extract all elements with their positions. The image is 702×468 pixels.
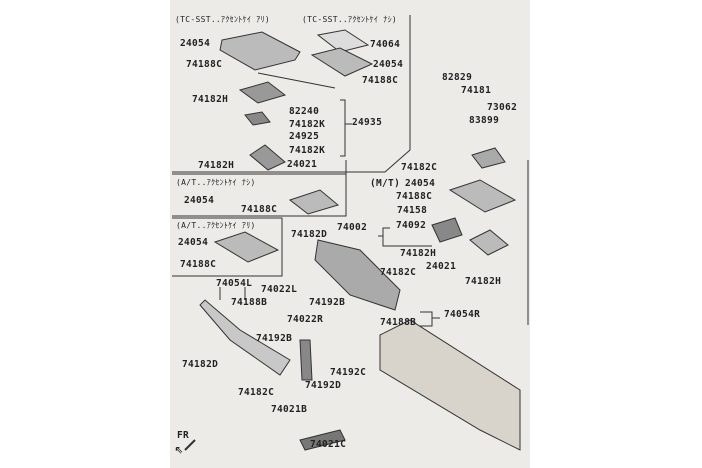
bracket-74021B [299, 339, 313, 381]
part-label: 24054 [178, 237, 209, 248]
part-label: 74182C [380, 267, 417, 278]
at-lower-box [172, 217, 283, 277]
part-label: 74188C [241, 204, 278, 215]
part-label: 74182C [401, 162, 438, 173]
part-label: 74188B [380, 317, 417, 328]
boot-24021-mt [469, 229, 509, 256]
part-label: 74158 [397, 205, 428, 216]
part-label: 74002 [337, 222, 368, 233]
part-label: 74188C [186, 59, 223, 70]
header-mt: (M/T) [370, 178, 401, 189]
part-label: 73062 [487, 102, 518, 113]
part-label: 74188C [362, 75, 399, 86]
part-label: 74092 [396, 220, 427, 231]
boot-24021 [249, 144, 286, 171]
part-label: 74188C [180, 259, 217, 270]
front-direction-label: FR [177, 430, 190, 441]
header-tc-without-light: (TC-SST..ｱｸｾﾝﾄｹｲ ﾅｼ) [302, 15, 397, 24]
part-label: 74188B [231, 297, 268, 308]
part-label: 24935 [352, 117, 383, 128]
part-label: 74182H [400, 248, 437, 259]
panel-74054L [199, 299, 291, 376]
part-label: 82829 [442, 72, 473, 83]
part-label: 24925 [289, 131, 320, 142]
part-label: 74021C [310, 439, 347, 450]
part-label: 24054 [373, 59, 404, 70]
part-label: 74182D [182, 359, 219, 370]
part-label: 74182C [238, 387, 275, 398]
part-label: 24054 [180, 38, 211, 49]
tray-24054-at [288, 189, 340, 215]
part-label: 74021B [271, 404, 308, 415]
tray-24054-at-lower [213, 231, 280, 263]
part-label: 24021 [287, 159, 318, 170]
part-label: 74022L [261, 284, 298, 295]
part-label: 74192C [330, 367, 367, 378]
part-label: 74181 [461, 85, 492, 96]
part-label: 74054R [444, 309, 481, 320]
tc-section-border [172, 15, 411, 173]
panel-24935 [238, 81, 287, 104]
floor-console-outline [379, 319, 521, 451]
part-74092 [431, 217, 463, 243]
part-label: 74054L [216, 278, 253, 289]
part-label: 74188C [396, 191, 433, 202]
part-label: 83899 [469, 115, 500, 126]
part-73062 [471, 147, 506, 169]
part-label: 74022R [287, 314, 324, 325]
front-arrow-icon: ⇖ [175, 441, 184, 457]
part-label: 74192B [309, 297, 346, 308]
tray-24054-mt [448, 179, 517, 213]
part-label: 74192D [305, 380, 342, 391]
at-upper-box [172, 173, 347, 217]
part-label: 24054 [405, 178, 436, 189]
header-at-without-light: (A/T..ｱｸｾﾝﾄｹｲ ﾅｼ) [176, 178, 256, 187]
part-label: 74182D [291, 229, 328, 240]
tray-24054-tc-right [310, 47, 374, 77]
header-at-with-light: (A/T..ｱｸｾﾝﾄｹｲ ｱﾘ) [176, 221, 256, 230]
part-label: 24054 [184, 195, 215, 206]
header-tc-with-light: (TC-SST..ｱｸｾﾝﾄｹｲ ｱﾘ) [175, 15, 270, 24]
part-label: 82240 [289, 106, 320, 117]
part-24925 [244, 111, 271, 126]
part-label: 74182H [198, 160, 235, 171]
panel-74054R [314, 239, 401, 311]
part-label: 74182H [465, 276, 502, 287]
tray-24054-tc-left [219, 31, 301, 71]
part-label: 74182K [289, 145, 326, 156]
part-label: 24021 [426, 261, 457, 272]
part-label: 74192B [256, 333, 293, 344]
part-label: 74064 [370, 39, 401, 50]
bracket-74021C [299, 429, 346, 451]
part-label: 74182K [289, 119, 326, 130]
part-label: 74182H [192, 94, 229, 105]
cover-74064 [316, 29, 370, 53]
